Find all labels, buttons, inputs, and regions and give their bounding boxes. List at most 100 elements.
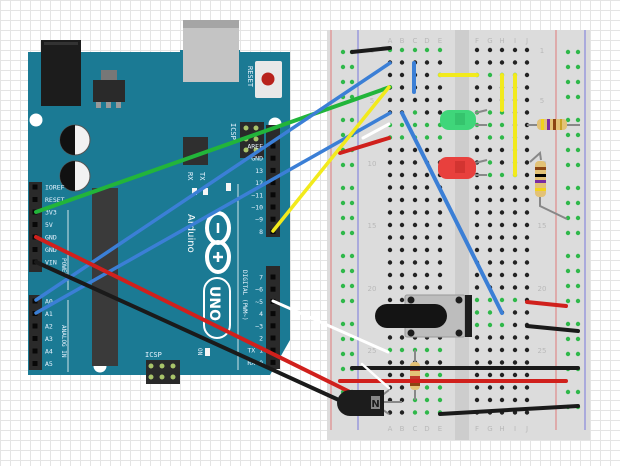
rail-hole[interactable] xyxy=(575,132,581,138)
led-green[interactable] xyxy=(440,109,488,130)
header-pin[interactable] xyxy=(270,167,276,173)
breadboard-hole[interactable] xyxy=(424,97,430,103)
header-pin[interactable] xyxy=(270,347,276,353)
breadboard-hole[interactable] xyxy=(512,185,518,190)
breadboard-hole[interactable] xyxy=(474,360,480,365)
header-pin[interactable] xyxy=(32,222,38,227)
breadboard-hole[interactable] xyxy=(512,297,518,303)
rail-hole[interactable] xyxy=(565,389,571,395)
breadboard-hole[interactable] xyxy=(474,347,480,353)
breadboard-hole[interactable] xyxy=(487,160,493,165)
breadboard-hole[interactable] xyxy=(437,260,443,265)
breadboard-hole[interactable] xyxy=(524,272,530,278)
rail-hole[interactable] xyxy=(575,117,581,123)
breadboard-hole[interactable] xyxy=(524,260,530,265)
breadboard-hole[interactable] xyxy=(524,210,530,215)
breadboard-hole[interactable] xyxy=(424,222,430,228)
breadboard-hole[interactable] xyxy=(387,97,393,103)
resistor-horizontal[interactable] xyxy=(527,119,580,130)
breadboard-hole[interactable] xyxy=(524,410,530,415)
breadboard-hole[interactable] xyxy=(424,172,430,178)
wire-blue[interactable] xyxy=(400,111,504,315)
wire-red[interactable] xyxy=(525,300,568,308)
breadboard-hole[interactable] xyxy=(399,147,405,153)
breadboard-hole[interactable] xyxy=(487,135,493,140)
breadboard-hole[interactable] xyxy=(399,97,405,103)
breadboard-hole[interactable] xyxy=(474,135,480,140)
breadboard-hole[interactable] xyxy=(524,110,530,115)
rail-hole[interactable] xyxy=(575,336,581,342)
breadboard-hole[interactable] xyxy=(512,310,518,315)
wire-black-gnd[interactable] xyxy=(34,260,354,408)
breadboard-hole[interactable] xyxy=(399,235,405,240)
breadboard-hole[interactable] xyxy=(412,185,418,190)
breadboard-hole[interactable] xyxy=(524,47,530,53)
breadboard-hole[interactable] xyxy=(474,272,480,278)
breadboard-hole[interactable] xyxy=(387,297,393,303)
wire-red[interactable] xyxy=(338,136,391,155)
breadboard-hole[interactable] xyxy=(412,160,418,165)
rail-hole[interactable] xyxy=(575,351,581,357)
breadboard-hole[interactable] xyxy=(424,372,430,378)
breadboard-hole[interactable] xyxy=(412,247,418,253)
breadboard-hole[interactable] xyxy=(399,272,405,278)
rail-hole[interactable] xyxy=(575,298,581,304)
breadboard-hole[interactable] xyxy=(412,222,418,228)
rail-hole[interactable] xyxy=(565,298,571,304)
breadboard-hole[interactable] xyxy=(487,147,493,153)
breadboard-hole[interactable] xyxy=(399,260,405,265)
breadboard-hole[interactable] xyxy=(512,322,518,328)
breadboard-hole[interactable] xyxy=(424,110,430,115)
breadboard-hole[interactable] xyxy=(499,210,505,215)
rail-hole[interactable] xyxy=(340,336,346,342)
breadboard-hole[interactable] xyxy=(487,247,493,253)
breadboard-hole[interactable] xyxy=(487,85,493,90)
breadboard-hole[interactable] xyxy=(412,197,418,203)
wire-blue-a1[interactable] xyxy=(34,111,392,315)
breadboard-hole[interactable] xyxy=(424,397,430,403)
breadboard-hole[interactable] xyxy=(474,47,480,53)
breadboard-hole[interactable] xyxy=(424,272,430,278)
breadboard-hole[interactable] xyxy=(474,285,480,290)
header-pin[interactable] xyxy=(32,247,38,252)
rail-hole[interactable] xyxy=(349,200,355,206)
breadboard-hole[interactable] xyxy=(512,47,518,53)
header-pin[interactable] xyxy=(270,180,276,186)
breadboard-hole[interactable] xyxy=(437,372,443,378)
rail-hole[interactable] xyxy=(340,298,346,304)
breadboard-hole[interactable] xyxy=(499,260,505,265)
breadboard-hole[interactable] xyxy=(387,185,393,190)
header-pin[interactable] xyxy=(32,336,38,341)
breadboard-hole[interactable] xyxy=(424,72,430,78)
rail-hole[interactable] xyxy=(349,162,355,168)
breadboard-hole[interactable] xyxy=(437,60,443,65)
breadboard-hole[interactable] xyxy=(499,60,505,65)
rail-hole[interactable] xyxy=(575,268,581,274)
breadboard-hole[interactable] xyxy=(487,235,493,240)
led-red[interactable] xyxy=(438,157,488,179)
breadboard-hole[interactable] xyxy=(474,222,480,228)
rail-hole[interactable] xyxy=(349,185,355,191)
breadboard-hole[interactable] xyxy=(387,72,393,78)
breadboard-hole[interactable] xyxy=(437,47,443,53)
rail-hole[interactable] xyxy=(340,215,346,221)
wire-green-reset[interactable] xyxy=(34,85,392,214)
wire-white-d5[interactable] xyxy=(271,299,390,354)
rail-hole[interactable] xyxy=(565,162,571,168)
breadboard-hole[interactable] xyxy=(524,160,530,165)
header-pin[interactable] xyxy=(270,155,276,161)
breadboard-hole[interactable] xyxy=(499,397,505,403)
breadboard-hole[interactable] xyxy=(499,272,505,278)
breadboard-hole[interactable] xyxy=(487,360,493,365)
rail-hole[interactable] xyxy=(565,351,571,357)
wire-red-5v[interactable] xyxy=(34,235,354,395)
wire-black[interactable] xyxy=(525,324,580,333)
header-pin[interactable] xyxy=(32,323,38,329)
breadboard-hole[interactable] xyxy=(437,235,443,240)
header-pin[interactable] xyxy=(270,311,276,317)
breadboard-hole[interactable] xyxy=(487,297,493,303)
rail-hole[interactable] xyxy=(575,253,581,259)
rail-hole[interactable] xyxy=(349,64,355,70)
breadboard-hole[interactable] xyxy=(474,247,480,253)
rail-hole[interactable] xyxy=(575,185,581,191)
